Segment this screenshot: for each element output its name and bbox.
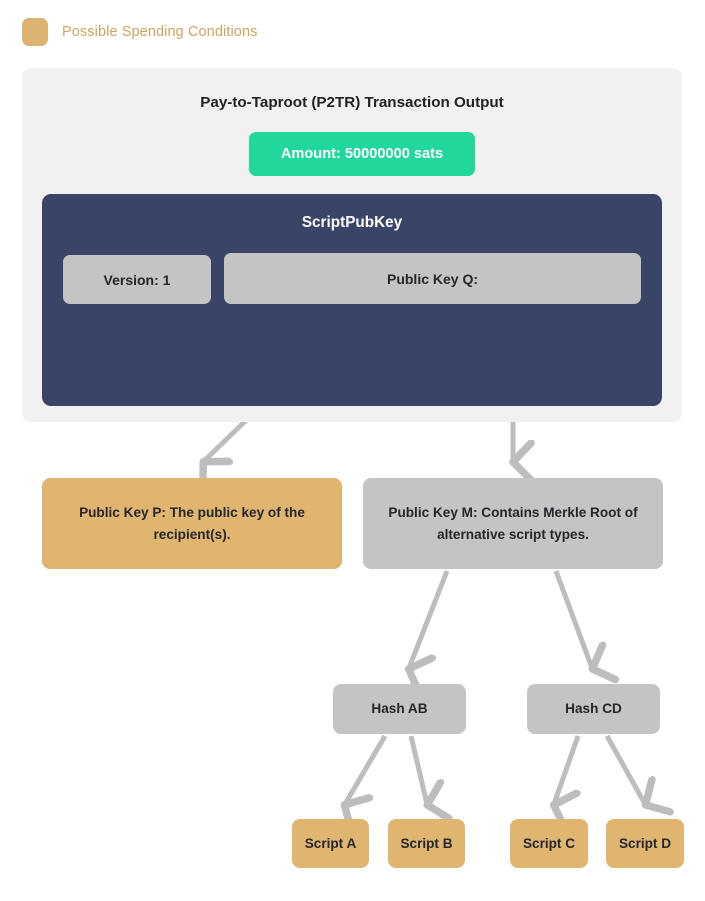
transaction-output-panel: Pay-to-Taproot (P2TR) Transaction Output… [22,68,682,422]
arrow-hcd-to-sc [554,735,578,804]
node-script-c: Script C [510,819,588,868]
scriptpubkey-box: ScriptPubKey Version: 1 Public Key Q: [42,194,662,406]
node-script-a: Script A [292,819,369,868]
amount-badge: Amount: 50000000 sats [249,132,475,176]
arrow-m-to-hab [409,570,450,668]
arrow-hcd-to-sd [604,734,645,804]
arrow-hab-to-sb [408,735,427,804]
arrow-m-to-hcd [553,570,592,668]
node-script-d: Script D [606,819,684,868]
node-public-key-m: Public Key M: Contains Merkle Root of al… [363,478,663,569]
node-hash-cd: Hash CD [527,684,660,734]
arrow-hab-to-sa [345,734,388,804]
version-chip: Version: 1 [63,255,211,304]
node-public-key-p: Public Key P: The public key of the reci… [42,478,342,569]
node-script-b: Script B [388,819,465,868]
legend-swatch-icon [22,18,48,46]
scriptpubkey-title: ScriptPubKey [301,214,403,231]
legend: Possible Spending Conditions [22,18,257,46]
legend-label: Possible Spending Conditions [62,24,258,40]
public-key-q-chip: Public Key Q: [224,253,641,304]
panel-title: Pay-to-Taproot (P2TR) Transaction Output [200,94,504,111]
node-hash-ab: Hash AB [333,684,466,734]
